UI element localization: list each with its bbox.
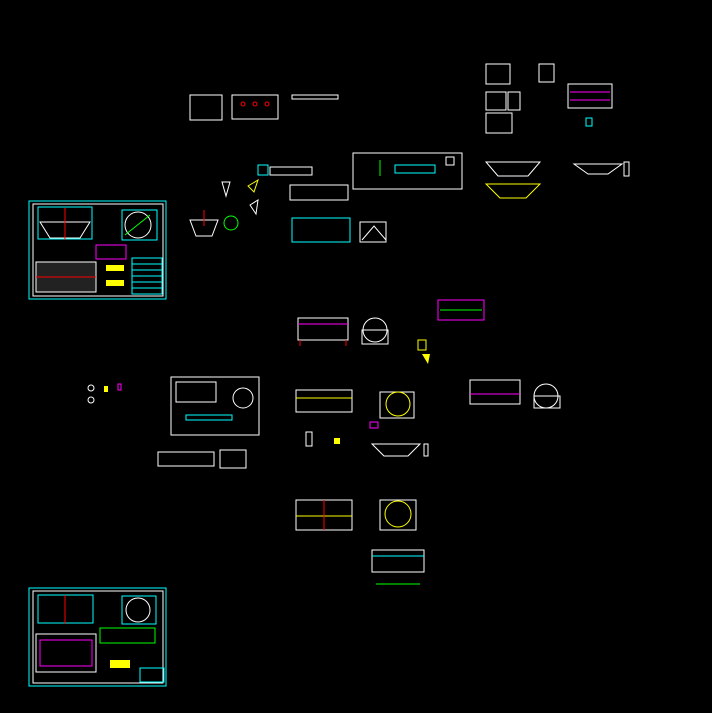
cad-linework <box>110 660 130 668</box>
cad-linework <box>572 163 624 175</box>
cad-linework <box>469 379 521 405</box>
cad-linework <box>485 91 507 111</box>
cad-linework <box>445 156 455 166</box>
drawing-sheet-1[interactable] <box>28 200 167 300</box>
cad-linework <box>175 381 217 403</box>
cad-linework <box>361 225 387 241</box>
cad-linework <box>297 317 349 341</box>
cad-linework <box>305 431 313 447</box>
cad-linework <box>124 214 151 236</box>
cad-linework <box>232 387 254 409</box>
cad-linework <box>484 183 542 199</box>
cad-linework <box>585 117 593 127</box>
cad-linework <box>121 595 157 625</box>
cad-linework <box>291 217 351 243</box>
cad-linework <box>247 178 259 193</box>
cad-linework <box>567 83 613 109</box>
cad-linework <box>28 200 167 300</box>
cad-linework <box>299 340 347 346</box>
machine-front-view-1[interactable] <box>297 299 485 364</box>
cad-linework <box>87 384 95 404</box>
cad-linework <box>121 209 158 241</box>
cad-linework <box>252 101 258 107</box>
cad-linework <box>87 384 95 392</box>
cad-linework <box>485 63 511 85</box>
top-right-details[interactable] <box>484 63 630 199</box>
cad-linework <box>437 299 485 321</box>
cad-linework <box>231 94 279 120</box>
cad-linework <box>370 443 422 457</box>
cad-linework <box>39 221 91 239</box>
cad-linework <box>371 549 425 573</box>
cad-linework <box>295 389 353 413</box>
cad-linework <box>104 386 108 392</box>
cad-linework <box>359 221 387 243</box>
cad-linework <box>87 396 95 404</box>
cad-linework <box>570 91 610 101</box>
cad-linework <box>379 391 415 419</box>
cad-linework <box>240 101 270 107</box>
cad-linework <box>422 354 430 364</box>
cad-linework <box>384 500 412 528</box>
cad-linework <box>291 94 339 100</box>
cad-linework <box>170 376 260 436</box>
cad-linework <box>334 438 340 444</box>
cad-linework <box>417 339 427 351</box>
cad-linework <box>538 63 555 83</box>
detail-frame-top[interactable] <box>352 152 463 190</box>
drawing-sheet-2[interactable] <box>28 587 167 687</box>
cad-linework <box>124 211 152 239</box>
cad-linework <box>189 219 219 237</box>
cad-linework <box>385 391 411 417</box>
cad-linework <box>223 215 239 231</box>
cad-linework <box>185 414 233 421</box>
cad-linework <box>125 597 151 623</box>
cad-linework <box>289 184 349 201</box>
cad-linework <box>106 265 124 271</box>
cad-linework <box>507 91 521 111</box>
cad-linework <box>484 161 542 177</box>
cad-linework <box>352 152 463 190</box>
cad-linework <box>35 633 97 673</box>
cad-linework <box>28 587 167 687</box>
cad-linework <box>32 590 164 684</box>
machine-front-view-2[interactable] <box>295 379 561 457</box>
cad-linework <box>132 263 162 289</box>
cad-linework <box>139 667 165 683</box>
cad-linework <box>264 101 270 107</box>
cad-linework <box>394 164 436 174</box>
cad-linework <box>249 199 259 216</box>
cad-linework <box>485 112 513 134</box>
cad-linework <box>221 181 231 198</box>
cad-linework <box>379 499 417 531</box>
cad-linework <box>240 101 246 107</box>
cad-linework <box>106 280 124 286</box>
cad-linework <box>369 421 379 429</box>
cad-linework <box>157 451 215 467</box>
cad-linework <box>257 164 269 176</box>
detail-frame-left[interactable] <box>87 376 260 469</box>
cad-linework <box>361 329 389 345</box>
cad-linework <box>623 161 630 177</box>
cad-linework <box>269 166 313 176</box>
cad-linework <box>99 627 156 644</box>
cad-linework <box>117 383 122 391</box>
machine-front-view-3[interactable] <box>295 499 425 585</box>
cad-linework <box>219 449 247 469</box>
cad-linework <box>189 94 223 121</box>
cad-linework <box>39 639 93 667</box>
cad-linework <box>423 443 429 457</box>
cad-linework <box>32 203 164 297</box>
top-details[interactable] <box>189 94 387 243</box>
cad-linework <box>533 395 561 409</box>
cad-linework <box>95 244 127 260</box>
